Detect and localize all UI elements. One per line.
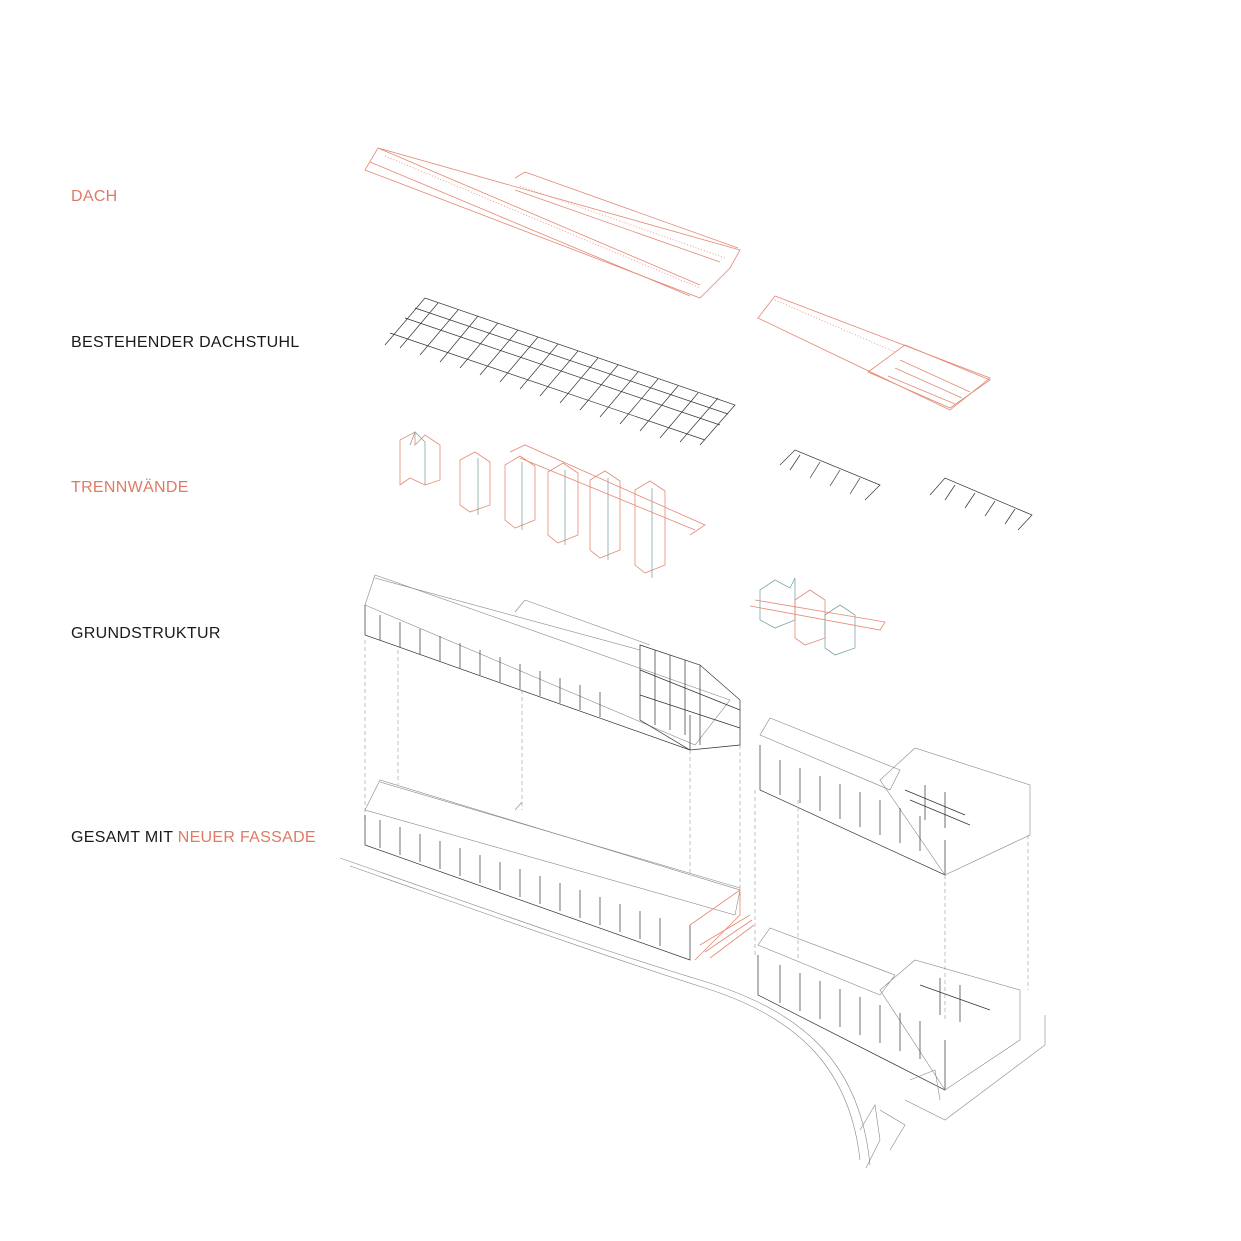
roof-layer-side — [757, 295, 991, 411]
base-structure-main — [364, 574, 741, 751]
new-facade — [689, 889, 755, 961]
label-grundstruktur: GRUNDSTRUKTUR — [71, 625, 221, 642]
label-dach: DACH — [71, 188, 118, 205]
partition-walls-main — [399, 431, 706, 578]
base-side-steel-frame — [904, 785, 971, 828]
roof-truss-main — [384, 297, 736, 446]
truss-ribs — [399, 302, 719, 443]
roof-layer-main — [364, 147, 741, 299]
base-side-windows — [779, 760, 921, 851]
label-gesamt-accent: NEUER FASSADE — [177, 829, 316, 846]
label-gesamt: GESAMT MIT NEUER FASSADE — [71, 830, 316, 846]
label-trennwaende: TRENNWÄNDE — [71, 479, 189, 496]
base-main-windows — [379, 615, 601, 717]
site-ground-lines — [339, 857, 1046, 1169]
complete-building-main — [364, 779, 755, 961]
roof-truss-side-a — [779, 449, 881, 501]
complete-building-side — [757, 927, 1021, 1091]
complete-side-steel-frame — [919, 978, 991, 1022]
label-gesamt-prefix: GESAMT MIT — [71, 829, 173, 846]
base-structure-side — [759, 717, 1031, 876]
partition-walls-side — [749, 577, 886, 656]
complete-side-windows — [779, 965, 921, 1059]
complete-main-windows — [379, 820, 661, 946]
label-bestehender-dachstuhl: BESTEHENDER DACHSTUHL — [71, 334, 300, 351]
alignment-lines — [364, 640, 1029, 1020]
roof-skylight-grid — [887, 359, 971, 405]
roof-truss-side-b — [929, 477, 1033, 531]
